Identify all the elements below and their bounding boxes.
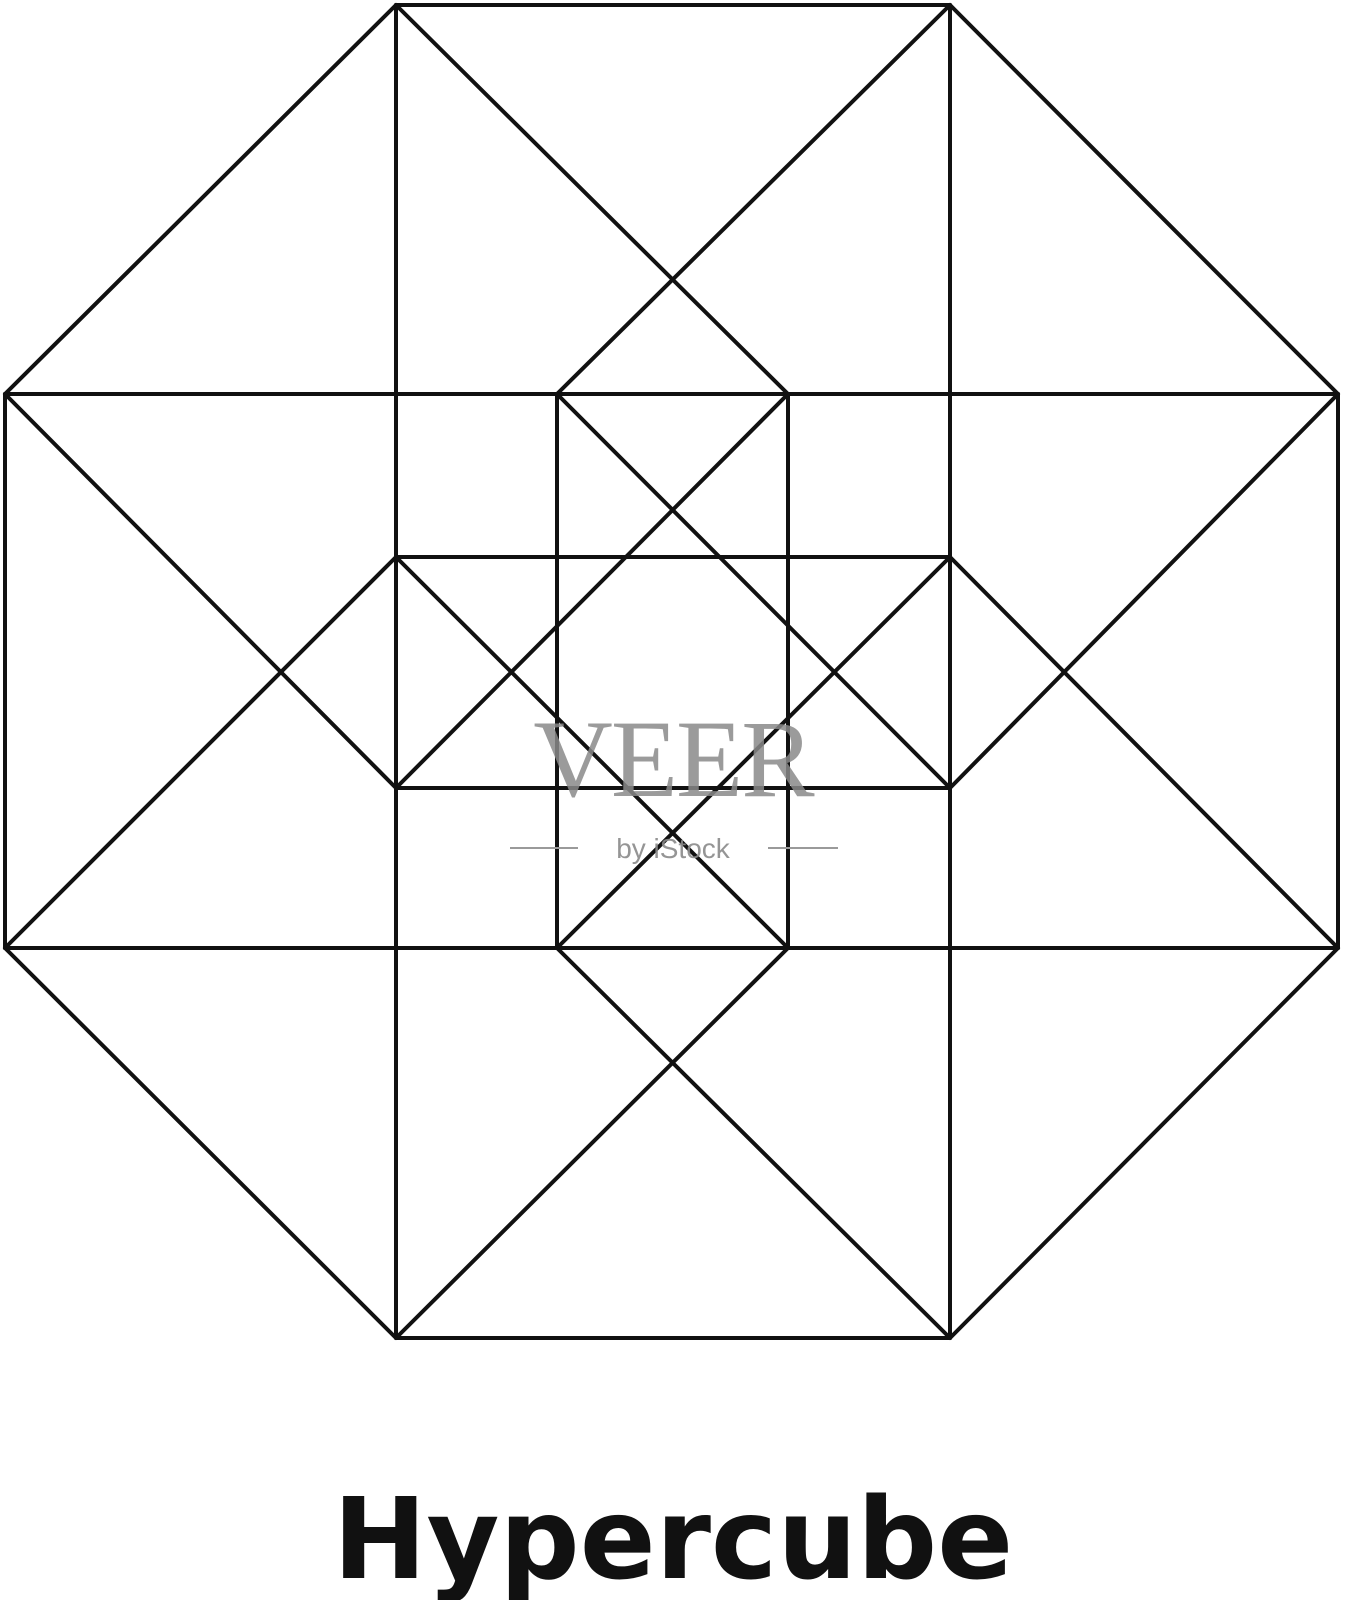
hypercube-edge <box>3 555 398 950</box>
hypercube-edge <box>394 392 790 790</box>
hypercube-edge <box>394 555 790 950</box>
hypercube-edge <box>3 3 398 396</box>
hypercube-edge <box>555 946 952 1340</box>
hypercube-edge <box>3 946 398 1340</box>
hypercube-edge <box>3 392 398 790</box>
hypercube-edge <box>555 3 952 396</box>
hypercube-edge <box>394 946 790 1340</box>
watermark: VEER by iStock <box>510 698 838 864</box>
hypercube-edge <box>948 3 1340 396</box>
hypercube-edge <box>948 946 1340 1340</box>
hypercube-edge <box>555 392 952 790</box>
hypercube-edge <box>394 3 790 396</box>
watermark-brand: VEER <box>533 698 815 820</box>
hypercube-edge <box>555 555 952 950</box>
diagram-title: Hypercube <box>333 1475 1013 1600</box>
watermark-byline: by iStock <box>616 833 731 864</box>
hypercube-edge <box>948 392 1340 790</box>
hypercube-edge <box>948 555 1340 950</box>
hypercube-edges <box>3 3 1340 1340</box>
